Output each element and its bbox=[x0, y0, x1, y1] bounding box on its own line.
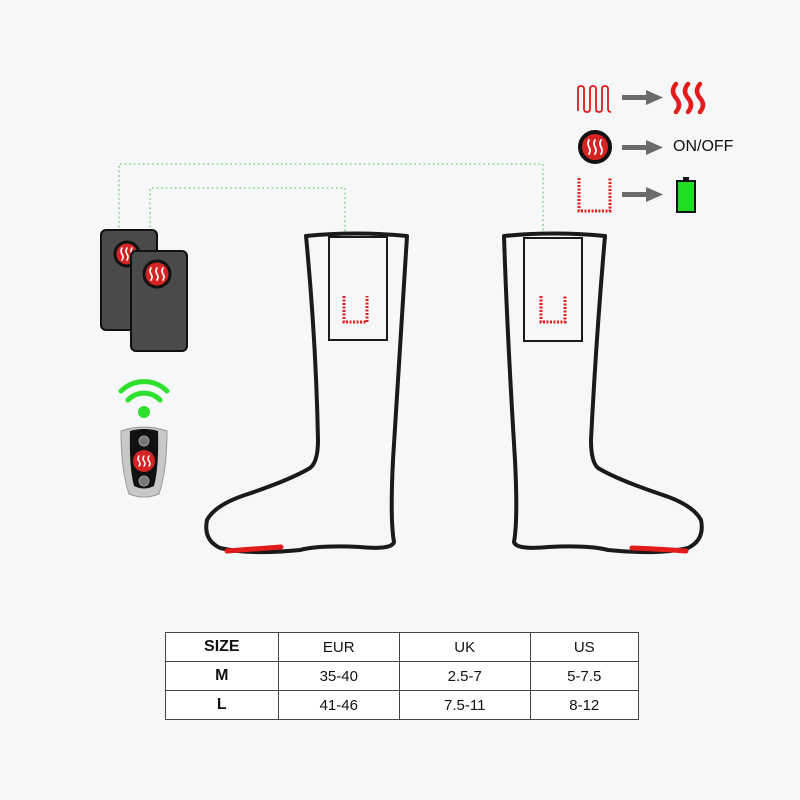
header-us: US bbox=[529, 632, 640, 662]
battery-pocket-icon bbox=[539, 296, 567, 324]
on-off-label: ON/OFF bbox=[673, 138, 734, 155]
wifi-icon bbox=[118, 379, 170, 418]
legend bbox=[577, 81, 706, 213]
power-button-icon bbox=[578, 130, 612, 164]
battery-pocket bbox=[328, 236, 388, 341]
remote-control[interactable] bbox=[120, 426, 168, 498]
us-value: 5-7.5 bbox=[529, 661, 640, 691]
eur-value: 41-46 bbox=[277, 690, 400, 720]
remote-bottom-button bbox=[138, 475, 150, 487]
battery-pocket-icon bbox=[577, 178, 612, 213]
heat-waves-icon bbox=[149, 267, 153, 281]
battery-pocket bbox=[523, 237, 583, 342]
us-value: 8-12 bbox=[529, 690, 640, 720]
header-uk: UK bbox=[398, 632, 531, 662]
battery-pocket-icon bbox=[342, 296, 369, 324]
size-label: M bbox=[165, 661, 279, 691]
toe-heating-element bbox=[224, 544, 284, 554]
connector-line-right-sock bbox=[118, 163, 544, 232]
uk-value: 2.5-7 bbox=[398, 661, 531, 691]
battery-icon bbox=[676, 177, 696, 213]
eur-value: 35-40 bbox=[277, 661, 400, 691]
remote-top-button bbox=[138, 435, 150, 447]
heating-element-icon bbox=[577, 85, 612, 113]
arrow-right-icon bbox=[622, 187, 663, 202]
battery-pack-front bbox=[130, 250, 188, 352]
size-table: SIZE EUR UK US M 35-40 2.5-7 5-7.5 L 41-… bbox=[165, 632, 640, 720]
table-header-row: SIZE EUR UK US bbox=[165, 632, 640, 662]
left-sock bbox=[204, 231, 409, 555]
arrow-right-icon bbox=[622, 140, 663, 155]
arrow-right-icon bbox=[622, 90, 663, 105]
uk-value: 7.5-11 bbox=[398, 690, 531, 720]
heat-waves-icon bbox=[670, 81, 706, 115]
table-row: L 41-46 7.5-11 8-12 bbox=[165, 690, 640, 720]
connector-lines bbox=[118, 163, 544, 233]
header-eur: EUR bbox=[277, 632, 400, 662]
right-sock bbox=[502, 231, 704, 555]
size-label: L bbox=[165, 690, 279, 720]
connector-line-left-sock bbox=[149, 187, 346, 233]
toe-heating-element bbox=[629, 545, 689, 554]
header-size: SIZE bbox=[165, 632, 279, 662]
table-row: M 35-40 2.5-7 5-7.5 bbox=[165, 661, 640, 691]
